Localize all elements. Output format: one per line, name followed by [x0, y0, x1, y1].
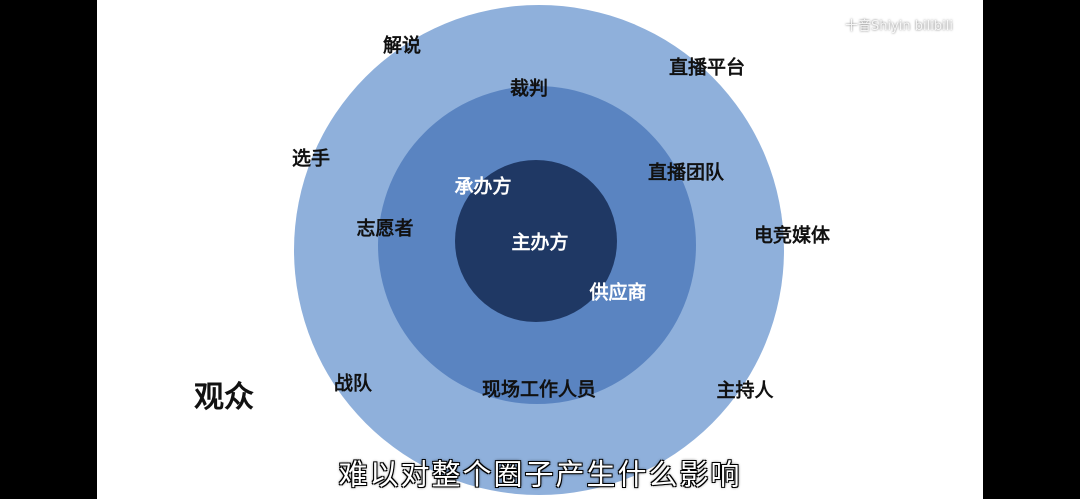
label-streaming-platform: 直播平台: [668, 56, 746, 79]
label-audience: 观众: [194, 380, 254, 415]
video-subtitle: 难以对整个圈子产生什么影响: [338, 457, 742, 492]
label-esports-media: 电竞媒体: [753, 224, 831, 247]
label-organizer: 主办方: [511, 231, 569, 254]
label-commentary: 解说: [382, 34, 422, 57]
label-host: 主持人: [716, 379, 774, 402]
label-teams: 战队: [333, 372, 373, 395]
slide: 观众 解说 直播平台 选手 电竞媒体 战队 主持人 裁判 直播团队 志愿者 现场…: [97, 0, 983, 499]
label-volunteers: 志愿者: [356, 217, 414, 240]
inner-ring: [455, 160, 617, 322]
label-players: 选手: [291, 147, 331, 170]
label-supplier: 供应商: [589, 281, 647, 304]
bilibili-watermark: 十音Shiyin bilibili: [845, 19, 953, 34]
label-co-organizer: 承办方: [454, 175, 512, 198]
label-onsite-staff: 现场工作人员: [481, 378, 597, 401]
label-broadcast-team: 直播团队: [647, 161, 725, 184]
label-referee: 裁判: [509, 77, 549, 100]
